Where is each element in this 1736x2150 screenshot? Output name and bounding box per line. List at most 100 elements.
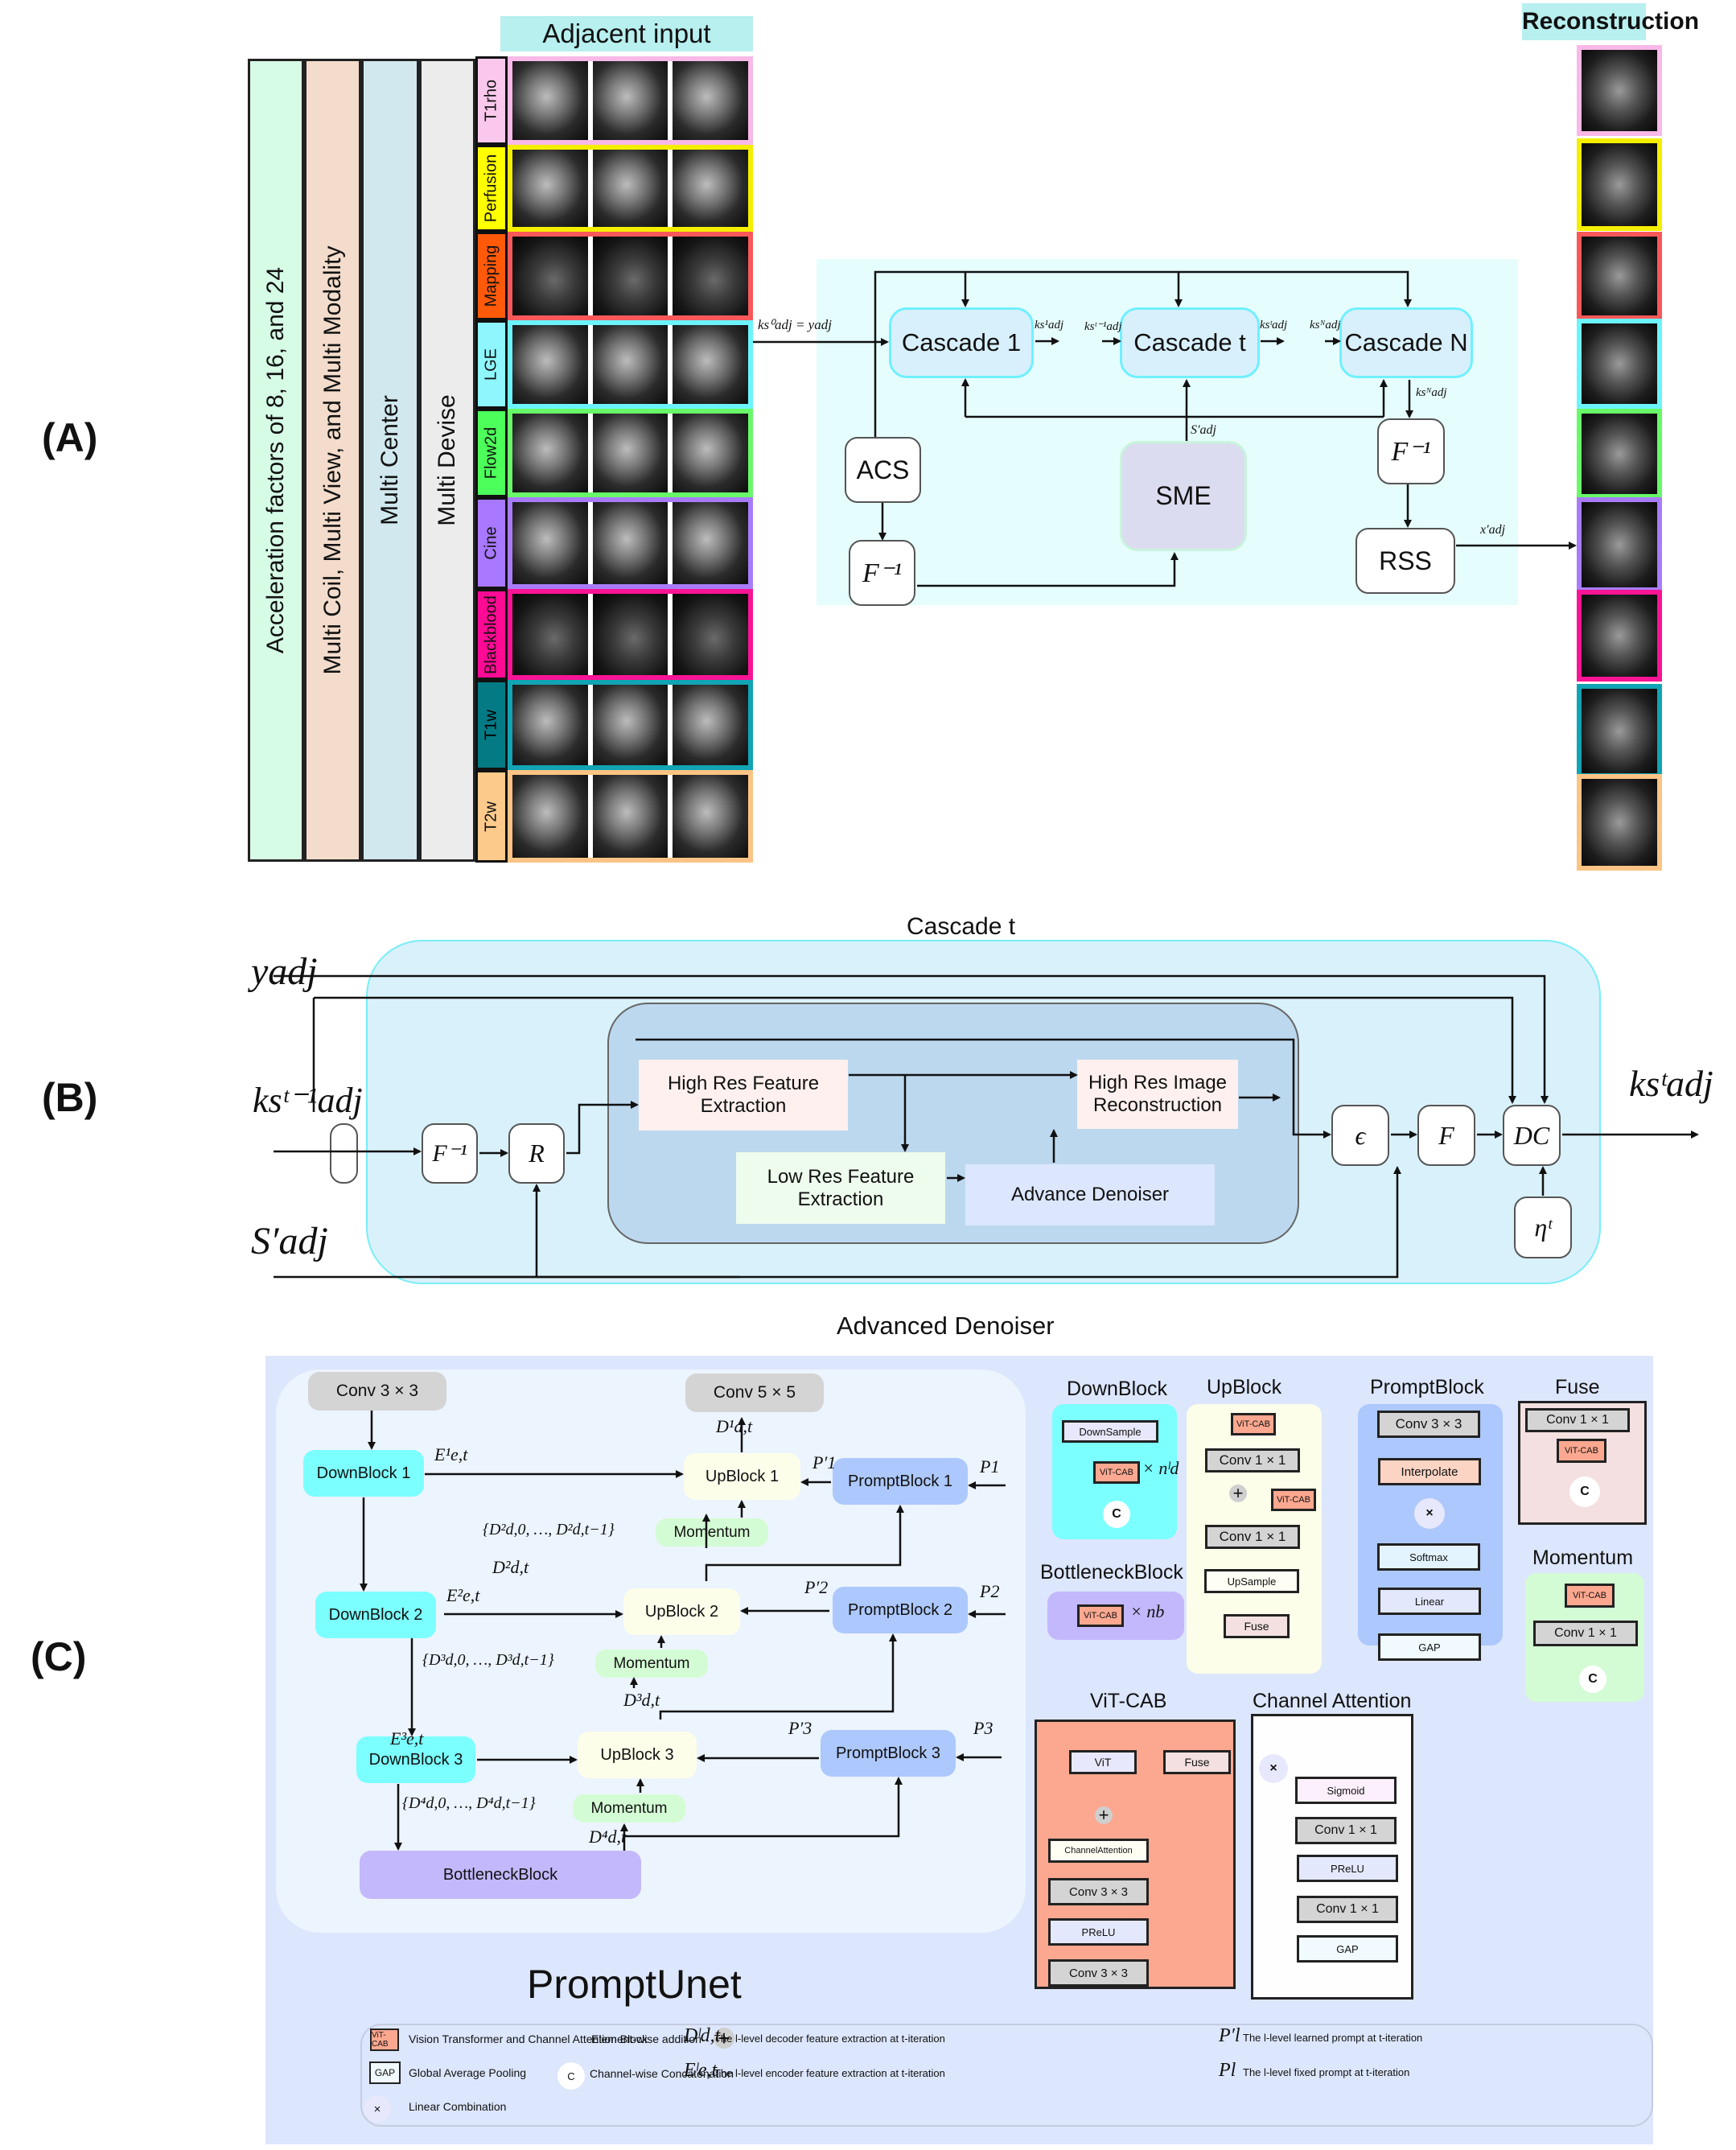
legend-fixed-prompt-symbol: Pl xyxy=(1219,2060,1236,2081)
modality-tab-mapping[interactable]: Mapping xyxy=(475,232,508,320)
prompt-linear[interactable]: Linear xyxy=(1378,1588,1481,1615)
upblock-vitcab-side[interactable]: ViT-CAB xyxy=(1271,1489,1316,1511)
vitcab-vit[interactable]: ViT xyxy=(1069,1750,1137,1774)
momentum-1[interactable]: Momentum xyxy=(656,1518,768,1547)
upblock-upsample[interactable]: UpSample xyxy=(1204,1569,1299,1593)
upblock-3[interactable]: UpBlock 3 xyxy=(578,1732,697,1778)
finv-right-box[interactable]: F⁻¹ xyxy=(1377,418,1445,484)
downblock-vitcab[interactable]: ViT-CAB xyxy=(1093,1461,1140,1484)
rss-box[interactable]: RSS xyxy=(1355,528,1455,594)
high-res-feature-box[interactable]: High Res Feature Extraction xyxy=(639,1060,848,1131)
conv-in-box[interactable]: Conv 3 × 3 xyxy=(308,1372,446,1411)
modality-tab-blackblood[interactable]: Blackblood xyxy=(475,589,508,680)
ca-prelu[interactable]: PReLU xyxy=(1297,1855,1398,1882)
eta-box[interactable]: ηᵗ xyxy=(1514,1197,1572,1258)
vitcab-ca[interactable]: ChannelAttention xyxy=(1048,1839,1149,1863)
fuse-vitcab[interactable]: ViT-CAB xyxy=(1557,1439,1606,1463)
adjacent-input-row xyxy=(508,320,753,409)
adjacent-input-row xyxy=(508,589,753,680)
momentum-3[interactable]: Momentum xyxy=(573,1794,685,1823)
downblock-concat: C xyxy=(1103,1501,1130,1528)
modality-tab-cine[interactable]: Cine xyxy=(475,497,508,589)
acs-box[interactable]: ACS xyxy=(845,437,921,503)
downsample-block[interactable]: DownSample xyxy=(1062,1420,1158,1443)
ca-gap[interactable]: GAP xyxy=(1297,1935,1398,1963)
ca-conv-b[interactable]: Conv 1 × 1 xyxy=(1297,1896,1398,1923)
momentum-conv[interactable]: Conv 1 × 1 xyxy=(1533,1621,1638,1646)
ca-sigmoid[interactable]: Sigmoid xyxy=(1295,1777,1397,1804)
high-res-image-box[interactable]: High Res Image Reconstruction xyxy=(1077,1060,1238,1129)
legend-vitcab-symbol: ViT-CAB xyxy=(372,2031,389,2049)
upblock-vitcab-top[interactable]: ViT-CAB xyxy=(1231,1413,1276,1435)
modality-tab-perfusion[interactable]: Perfusion xyxy=(475,145,508,232)
mri-slice-image xyxy=(512,414,588,492)
upblock-fuse[interactable]: Fuse xyxy=(1224,1614,1290,1638)
fuse-concat: C xyxy=(1569,1477,1600,1507)
r-box[interactable]: R xyxy=(508,1123,565,1184)
ks-n-in-label: ksᴺadj xyxy=(1310,319,1341,332)
promptblock-1[interactable]: PromptBlock 1 xyxy=(833,1458,968,1505)
upblock-2[interactable]: UpBlock 2 xyxy=(623,1588,740,1635)
low-res-feature-box[interactable]: Low Res Feature Extraction xyxy=(736,1152,945,1224)
upblock-conv1-label: Conv 1 × 1 xyxy=(1219,1452,1286,1468)
momentum-input-1: {D²d,0, …, D²d,t−1} xyxy=(483,1521,615,1538)
reconstruction-image xyxy=(1577,138,1662,231)
vitcab-vit-label: ViT xyxy=(1094,1756,1112,1769)
ca-conv-a[interactable]: Conv 1 × 1 xyxy=(1295,1817,1397,1844)
cascade-1-box[interactable]: Cascade 1 xyxy=(889,307,1034,378)
finv-block[interactable] xyxy=(330,1123,358,1184)
upblock-conv1[interactable]: Conv 1 × 1 xyxy=(1205,1448,1300,1472)
enc-label-2: E²e,t xyxy=(446,1585,480,1605)
eta-label: ηᵗ xyxy=(1534,1213,1552,1242)
conv-out-box[interactable]: Conv 5 × 5 xyxy=(685,1374,824,1412)
modality-tab-t2w[interactable]: T2w xyxy=(475,770,508,863)
epsilon-box[interactable]: ϵ xyxy=(1331,1105,1389,1166)
vitcab-conv-b[interactable]: Conv 3 × 3 xyxy=(1048,1959,1149,1987)
prompt-interpolate[interactable]: Interpolate xyxy=(1378,1458,1481,1485)
dc-box[interactable]: DC xyxy=(1503,1105,1561,1166)
vitcab-prelu[interactable]: PReLU xyxy=(1048,1918,1149,1946)
adjacent-input-row xyxy=(508,680,753,770)
vitcab-conv-a[interactable]: Conv 3 × 3 xyxy=(1048,1878,1149,1905)
ks-prev-input-label: ksᵗ⁻¹adj xyxy=(253,1081,363,1120)
legend-dec-text: The l-level decoder feature extraction a… xyxy=(714,2033,945,2045)
f-box[interactable]: F xyxy=(1417,1105,1475,1166)
cascade-t-box[interactable]: Cascade t xyxy=(1120,307,1260,378)
ca-mult: × xyxy=(1259,1754,1288,1783)
high-res-image-label: High Res Image Reconstruction xyxy=(1088,1072,1228,1116)
ks1-label: ks¹adj xyxy=(1035,319,1064,332)
vitcab-fuse[interactable]: Fuse xyxy=(1163,1750,1231,1774)
prompt-softmax[interactable]: Softmax xyxy=(1377,1543,1480,1571)
promptblock-3[interactable]: PromptBlock 3 xyxy=(821,1730,956,1777)
downblock-3[interactable]: DownBlock 3 xyxy=(356,1736,475,1783)
bottleneck-vitcab[interactable]: ViT-CAB xyxy=(1077,1604,1124,1627)
modality-tab-t1w[interactable]: T1w xyxy=(475,680,508,770)
promptblock-2[interactable]: PromptBlock 2 xyxy=(833,1587,968,1633)
prompt-conv3[interactable]: Conv 3 × 3 xyxy=(1377,1411,1480,1438)
fuse-conv[interactable]: Conv 1 × 1 xyxy=(1525,1408,1630,1432)
legend-add-swatch: + xyxy=(714,2026,734,2050)
downblock-1[interactable]: DownBlock 1 xyxy=(303,1450,424,1497)
finv-box-b[interactable]: F⁻¹ xyxy=(422,1123,478,1184)
momentum-2[interactable]: Momentum xyxy=(595,1650,708,1678)
prompt-gap[interactable]: GAP xyxy=(1378,1633,1481,1661)
downblock-2[interactable]: DownBlock 2 xyxy=(315,1592,436,1638)
advance-denoiser-box[interactable]: Advance Denoiser xyxy=(965,1164,1215,1225)
reconstruction-header: Reconstruction xyxy=(1522,3,1699,40)
modality-tab-lge[interactable]: LGE xyxy=(475,320,508,409)
sme-box[interactable]: SME xyxy=(1120,441,1247,551)
modality-tab-t1rho[interactable]: T1rho xyxy=(475,56,508,145)
finv-left-box[interactable]: F⁻¹ xyxy=(849,540,915,606)
upblock-conv2[interactable]: Conv 1 × 1 xyxy=(1205,1525,1300,1549)
upblock-1[interactable]: UpBlock 1 xyxy=(684,1453,800,1500)
upblock-3-label: UpBlock 3 xyxy=(600,1745,674,1764)
legend-learned-prompt-symbol: P′l xyxy=(1219,2025,1240,2046)
mri-slice-image xyxy=(512,150,588,227)
cascade-n-box[interactable]: Cascade N xyxy=(1339,307,1473,378)
modality-tab-flow2d[interactable]: Flow2d xyxy=(475,409,508,497)
mri-slice-image xyxy=(592,325,668,404)
modality-label: T2w xyxy=(482,801,500,832)
momentum-vitcab[interactable]: ViT-CAB xyxy=(1565,1584,1615,1608)
downblock-2-label: DownBlock 2 xyxy=(328,1605,423,1624)
bottleneck-block[interactable]: BottleneckBlock xyxy=(360,1851,641,1899)
